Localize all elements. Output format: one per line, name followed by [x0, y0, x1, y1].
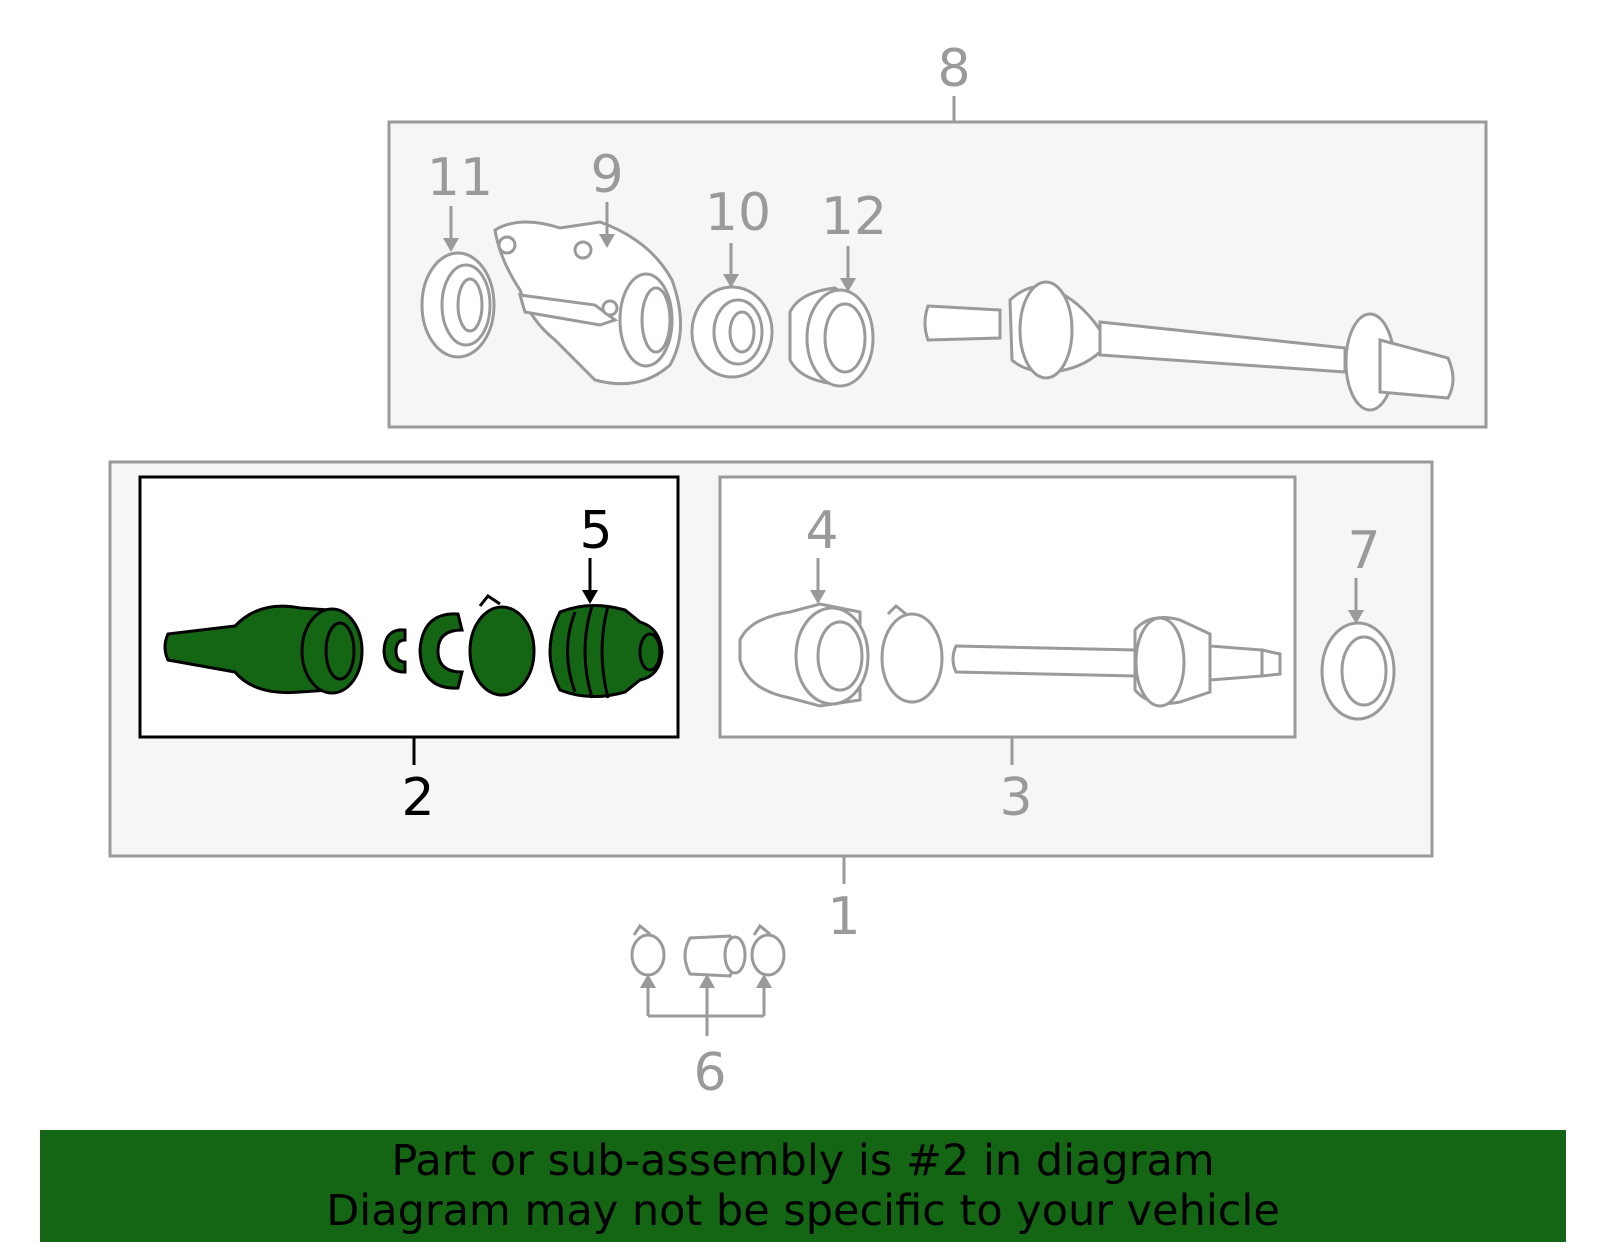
- callout-2: 2: [401, 768, 434, 828]
- part-5-boot[interactable]: [548, 603, 664, 699]
- callout-4: 4: [805, 501, 838, 561]
- part-8-shaft: [923, 280, 1455, 412]
- arrow-10: [723, 243, 739, 288]
- part-6-clamps: [630, 923, 786, 978]
- info-banner: Part or sub-assembly is #2 in diagram Di…: [40, 1130, 1566, 1242]
- part-7-ring: [1320, 621, 1396, 721]
- part-2-clamp-large[interactable]: [418, 612, 464, 690]
- callout-10: 10: [705, 183, 771, 243]
- banner-background: [40, 1130, 1566, 1242]
- part-4-boot: [738, 602, 870, 708]
- part-10-bearing: [690, 285, 774, 379]
- part-3-ring: [880, 603, 944, 704]
- banner-line-2: Diagram may not be specific to your vehi…: [326, 1186, 1280, 1236]
- arrow-9: [599, 202, 615, 248]
- arrow-7: [1348, 578, 1364, 624]
- arrow-11: [443, 206, 459, 252]
- callout-1: 1: [827, 887, 860, 947]
- arrow-12: [840, 246, 856, 292]
- callout-12: 12: [821, 187, 887, 247]
- arrow-6: [640, 974, 772, 1036]
- arrow-4: [810, 558, 826, 604]
- callout-6: 6: [693, 1043, 726, 1103]
- part-3-shaft: [951, 616, 1282, 708]
- part-2-outer-joint[interactable]: [163, 604, 364, 695]
- callout-7: 7: [1347, 521, 1380, 581]
- callout-11: 11: [427, 148, 493, 208]
- arrow-5: [582, 558, 598, 604]
- callout-8: 8: [937, 39, 970, 99]
- part-12-boot: [788, 286, 875, 388]
- callout-3: 3: [999, 768, 1032, 828]
- banner-line-1: Part or sub-assembly is #2 in diagram: [391, 1136, 1215, 1186]
- part-9-bracket: [493, 220, 682, 386]
- part-2-clamp-small[interactable]: [382, 628, 407, 674]
- part-11-seal: [420, 251, 496, 359]
- callout-9: 9: [590, 145, 623, 205]
- callout-5: 5: [579, 501, 612, 561]
- part-2-ring[interactable]: [468, 593, 536, 697]
